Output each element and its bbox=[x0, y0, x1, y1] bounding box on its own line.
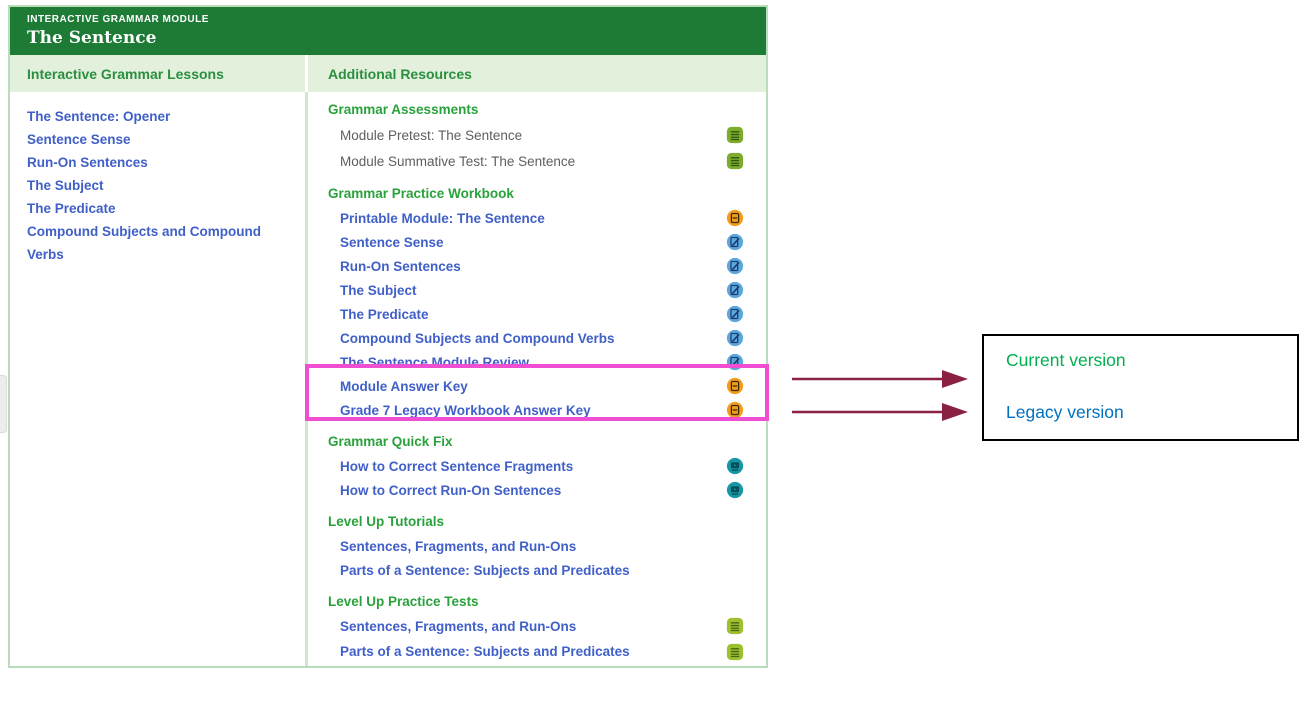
resource-link[interactable]: Printable Module: The Sentence bbox=[340, 210, 545, 226]
module-header: INTERACTIVE GRAMMAR MODULE The Sentence bbox=[10, 7, 766, 55]
quiz-icon[interactable] bbox=[726, 643, 744, 661]
column-heading-strip: Interactive Grammar Lessons Additional R… bbox=[10, 55, 766, 92]
resource-link[interactable]: The Sentence Module Review bbox=[340, 354, 530, 370]
section-grammar-assessments: Grammar Assessments Module Pretest: The … bbox=[328, 98, 766, 174]
grammar-module-panel: INTERACTIVE GRAMMAR MODULE The Sentence … bbox=[8, 5, 768, 668]
resource-row: Sentences, Fragments, and Run-Ons bbox=[328, 534, 766, 558]
left-edge-tab bbox=[0, 375, 7, 433]
pdf-icon[interactable] bbox=[726, 401, 744, 419]
quiz-icon[interactable] bbox=[726, 617, 744, 635]
resource-link[interactable]: How to Correct Sentence Fragments bbox=[340, 458, 574, 474]
worksheet-icon[interactable] bbox=[726, 305, 744, 323]
module-title: The Sentence bbox=[27, 28, 157, 48]
resource-link[interactable]: Parts of a Sentence: Subjects and Predic… bbox=[340, 643, 630, 659]
resource-link[interactable]: How to Correct Run-On Sentences bbox=[340, 482, 562, 498]
section-grammar-practice-workbook: Grammar Practice Workbook Printable Modu… bbox=[328, 182, 766, 422]
resource-link[interactable]: Run-On Sentences bbox=[340, 258, 461, 274]
quiz-icon[interactable] bbox=[726, 152, 744, 170]
video-icon[interactable] bbox=[726, 481, 744, 499]
legacy-version-arrow bbox=[792, 403, 968, 421]
lesson-link-run-on-sentences[interactable]: Run-On Sentences bbox=[27, 155, 148, 170]
resource-row: The Sentence Module Review bbox=[328, 350, 766, 374]
worksheet-icon[interactable] bbox=[726, 257, 744, 275]
worksheet-icon[interactable] bbox=[726, 353, 744, 371]
section-title: Level Up Practice Tests bbox=[328, 594, 479, 609]
lesson-link-compound-subjects-verbs[interactable]: Compound Subjects and Compound Verbs bbox=[27, 224, 261, 262]
resource-row: How to Correct Sentence Fragments bbox=[328, 454, 766, 478]
section-title: Grammar Quick Fix bbox=[328, 434, 453, 449]
resource-link[interactable]: Compound Subjects and Compound Verbs bbox=[340, 330, 615, 346]
resource-row: Parts of a Sentence: Subjects and Predic… bbox=[328, 558, 766, 582]
resource-row: How to Correct Run-On Sentences bbox=[328, 478, 766, 502]
resource-row: Sentence Sense bbox=[328, 230, 766, 254]
section-title: Level Up Tutorials bbox=[328, 514, 445, 529]
section-grammar-quick-fix: Grammar Quick Fix How to Correct Sentenc… bbox=[328, 430, 766, 502]
resource-link[interactable]: Module Pretest: The Sentence bbox=[340, 127, 523, 143]
worksheet-icon[interactable] bbox=[726, 329, 744, 347]
resource-link[interactable]: The Predicate bbox=[340, 306, 429, 322]
resource-link[interactable]: Sentence Sense bbox=[340, 234, 444, 250]
resource-row: Module Pretest: The Sentence bbox=[328, 122, 766, 148]
resource-row: Module Summative Test: The Sentence bbox=[328, 148, 766, 174]
lesson-link-the-predicate[interactable]: The Predicate bbox=[27, 201, 116, 216]
lesson-link-the-subject[interactable]: The Subject bbox=[27, 178, 104, 193]
resource-row: Sentences, Fragments, and Run-Ons bbox=[328, 614, 766, 638]
resource-link[interactable]: Grade 7 Legacy Workbook Answer Key bbox=[340, 402, 591, 418]
section-level-up-tutorials: Level Up Tutorials Sentences, Fragments,… bbox=[328, 510, 766, 582]
worksheet-icon[interactable] bbox=[726, 233, 744, 251]
resource-row: Printable Module: The Sentence bbox=[328, 206, 766, 230]
video-icon[interactable] bbox=[726, 457, 744, 475]
resource-row: Compound Subjects and Compound Verbs bbox=[328, 326, 766, 350]
version-legend-box: Current version Legacy version bbox=[982, 334, 1299, 441]
resources-column-heading: Additional Resources bbox=[308, 55, 766, 92]
module-eyebrow: INTERACTIVE GRAMMAR MODULE bbox=[27, 14, 209, 25]
section-level-up-practice-tests: Level Up Practice Tests Sentences, Fragm… bbox=[328, 590, 766, 664]
legacy-version-label: Legacy version bbox=[1006, 402, 1124, 422]
resource-link[interactable]: Parts of a Sentence: Subjects and Predic… bbox=[340, 562, 630, 578]
section-title: Grammar Practice Workbook bbox=[328, 186, 514, 201]
current-version-arrow bbox=[792, 370, 968, 388]
resource-link[interactable]: Module Answer Key bbox=[340, 378, 468, 394]
resource-row: The Predicate bbox=[328, 302, 766, 326]
lessons-column: The Sentence: Opener Sentence Sense Run-… bbox=[10, 92, 305, 666]
resource-link[interactable]: The Subject bbox=[340, 282, 417, 298]
lesson-link-sentence-opener[interactable]: The Sentence: Opener bbox=[27, 109, 171, 124]
resources-column: Grammar Assessments Module Pretest: The … bbox=[308, 92, 766, 666]
pdf-icon[interactable] bbox=[726, 209, 744, 227]
resource-row: Parts of a Sentence: Subjects and Predic… bbox=[328, 638, 766, 664]
current-version-label: Current version bbox=[1006, 350, 1126, 370]
lesson-link-sentence-sense[interactable]: Sentence Sense bbox=[27, 132, 131, 147]
resource-link[interactable]: Sentences, Fragments, and Run-Ons bbox=[340, 538, 577, 554]
column-heading-gap bbox=[305, 55, 308, 92]
resource-row: The Subject bbox=[328, 278, 766, 302]
resource-row-legacy-answer-key: Grade 7 Legacy Workbook Answer Key bbox=[328, 398, 766, 422]
section-title: Grammar Assessments bbox=[328, 102, 479, 117]
lessons-column-heading: Interactive Grammar Lessons bbox=[10, 55, 305, 92]
worksheet-icon[interactable] bbox=[726, 281, 744, 299]
resource-row-module-answer-key: Module Answer Key bbox=[328, 374, 766, 398]
pdf-icon[interactable] bbox=[726, 377, 744, 395]
resource-row: Run-On Sentences bbox=[328, 254, 766, 278]
quiz-icon[interactable] bbox=[726, 126, 744, 144]
resource-link[interactable]: Module Summative Test: The Sentence bbox=[340, 153, 576, 169]
resource-link[interactable]: Sentences, Fragments, and Run-Ons bbox=[340, 618, 577, 634]
